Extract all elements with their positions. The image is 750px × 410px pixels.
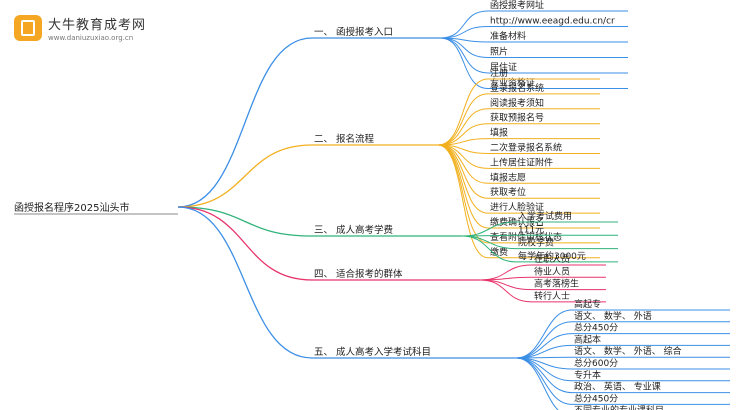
leaf-item: 每学年约3000元	[518, 250, 586, 262]
brand-name: 大牛教育成考网	[48, 18, 147, 33]
branch-label: 三、 成人高考学费	[314, 224, 393, 236]
leaf-item: 填报	[490, 127, 508, 139]
leaf-connector	[437, 144, 489, 259]
leaf-connector	[479, 276, 533, 281]
leaf-connector	[479, 279, 533, 303]
leaf-item: 不同专业的专业课科目	[574, 404, 664, 410]
leaf-connector	[437, 108, 489, 146]
leaf-item: 注册	[490, 67, 508, 79]
leaf-connector	[439, 37, 489, 89]
leaf-connector	[437, 78, 489, 146]
leaf-item: 专升本	[574, 369, 601, 381]
leaf-item: 准备材料	[490, 30, 526, 42]
leaf-item: 获取考位	[490, 186, 526, 198]
leaf-item: 转行人士	[534, 290, 570, 302]
branch-label: 四、 适合报考的群体	[314, 268, 403, 280]
leaf-connector	[515, 321, 573, 359]
leaf-item: 二次登录报名系统	[490, 142, 562, 154]
leaf-connector	[437, 144, 489, 244]
leaf-item: 语文、 数学、 外语、 综合	[574, 345, 682, 357]
branch-connector	[177, 206, 313, 281]
leaf-connector	[439, 26, 489, 39]
leaf-item: 111元	[518, 225, 544, 235]
leaf-item: 高起本	[574, 333, 601, 345]
leaf-item: 待业人员	[534, 265, 570, 277]
leaf-connector	[515, 357, 559, 410]
leaf-item: 在职人员	[534, 253, 570, 265]
leaf-item: 居住证	[490, 61, 517, 73]
branch-label: 五、 成人高考入学考试科目	[314, 346, 431, 358]
branch-label: 二、 报名流程	[314, 133, 375, 145]
leaf-item: 上传居住证附件	[490, 156, 553, 168]
leaf-item: 总分600分	[574, 357, 618, 369]
leaf-item: 进行人脸验证	[490, 201, 544, 213]
leaf-item: 登录报名系统	[490, 82, 544, 94]
leaf-item: 入学考试费用	[518, 210, 572, 222]
branch-connector	[177, 206, 313, 359]
leaf-connector	[515, 357, 573, 382]
leaf-item: 查看附件审核状态	[490, 231, 562, 243]
leaf-item: 总分450分	[574, 392, 618, 404]
book-icon	[14, 15, 42, 41]
branch-connector	[177, 37, 313, 208]
leaf-item: 阅读报考须知	[490, 97, 544, 109]
leaf-item: 院校学费	[518, 237, 554, 249]
leaf-connector	[437, 144, 489, 229]
branch-label: 一、 函授报考入口	[314, 26, 393, 38]
brand-url: www.daniuzuxiao.org.cn	[48, 34, 134, 42]
leaf-item: 语文、 数学、 外语	[574, 310, 652, 322]
leaf-connector	[479, 279, 533, 291]
leaf-connector	[439, 10, 489, 39]
branch-connector	[177, 144, 313, 208]
leaf-item: 政治、 英语、 专业课	[574, 381, 661, 393]
leaf-item: 缴费	[490, 246, 508, 258]
leaf-connector	[437, 93, 489, 146]
leaf-item: 获取预报名号	[490, 112, 544, 124]
leaf-item: http://www.eeagd.edu.cn/cr	[490, 17, 615, 27]
leaf-item: 高起专	[574, 298, 601, 310]
leaf-item: 填报志愿	[490, 171, 526, 183]
leaf-connector	[461, 235, 517, 263]
root-node: 函授报名程序2025汕头市	[14, 201, 129, 214]
leaf-item: 函授报考网址	[490, 0, 544, 11]
leaf-item: 照片	[490, 46, 508, 58]
branch-connector	[177, 206, 313, 237]
leaf-item: 总分450分	[574, 322, 618, 334]
leaf-connector	[515, 357, 573, 405]
brand-logo: 大牛教育成考网 www.daniuzuxiao.org.cn	[14, 14, 146, 42]
leaf-connector	[439, 37, 489, 74]
leaf-item: 高考落榜生	[534, 278, 579, 290]
